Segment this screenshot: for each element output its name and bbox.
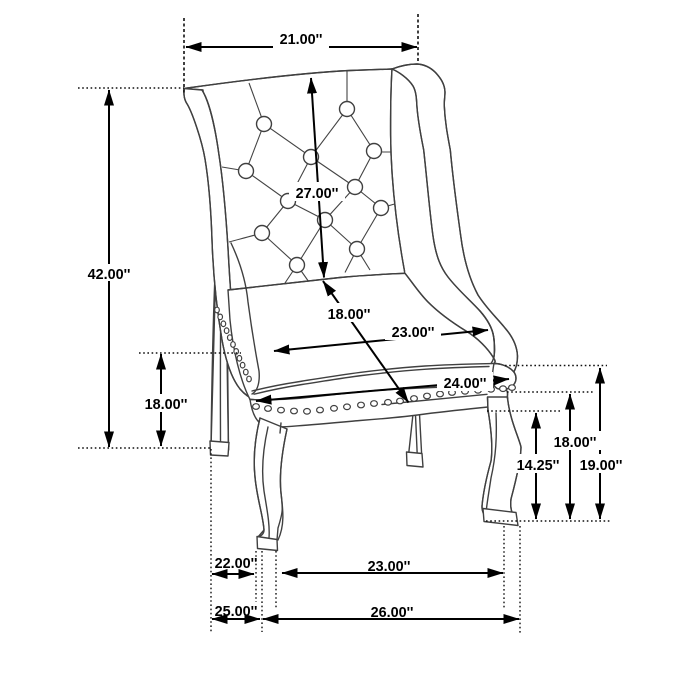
svg-text:18.00'': 18.00'' [145, 397, 188, 413]
svg-text:19.00'': 19.00'' [580, 458, 623, 474]
svg-text:21.00'': 21.00'' [280, 32, 323, 48]
svg-text:18.00'': 18.00'' [554, 435, 597, 451]
svg-text:23.00'': 23.00'' [392, 325, 435, 341]
svg-text:24.00'': 24.00'' [444, 376, 487, 392]
svg-text:25.00'': 25.00'' [215, 604, 258, 620]
svg-text:18.00'': 18.00'' [328, 307, 371, 323]
svg-text:42.00'': 42.00'' [88, 267, 131, 283]
svg-text:23.00'': 23.00'' [368, 559, 411, 575]
svg-text:27.00'': 27.00'' [296, 186, 339, 202]
svg-text:26.00'': 26.00'' [371, 605, 414, 621]
svg-text:14.25'': 14.25'' [517, 458, 560, 474]
svg-text:22.00'': 22.00'' [215, 556, 258, 572]
